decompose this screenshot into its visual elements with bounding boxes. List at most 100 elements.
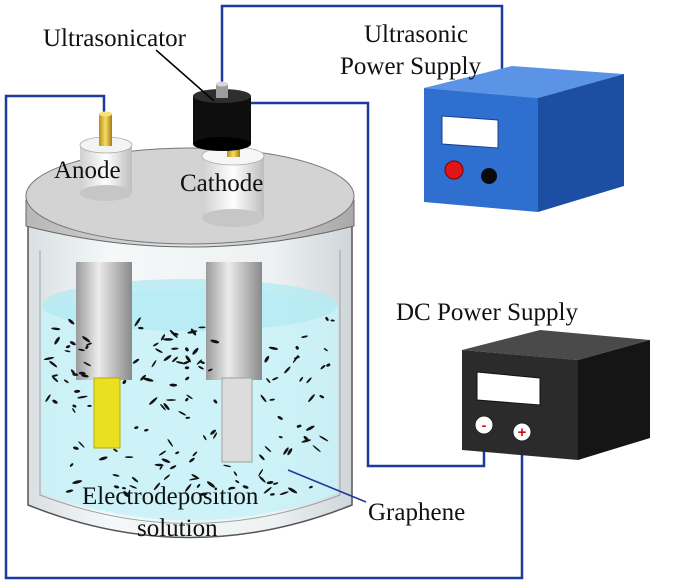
graphene-flake [278, 436, 283, 439]
electrodeposition-label-line1: Electrodeposition [82, 483, 259, 510]
graphene-flake [81, 374, 89, 378]
graphene-flake [210, 339, 220, 344]
graphene-flake [171, 347, 179, 350]
graphene-flake [74, 389, 81, 393]
graphene-flake [132, 358, 140, 364]
graphene-flake [266, 378, 271, 384]
ultrasonic-display [441, 115, 499, 149]
anode-label: Anode [54, 157, 121, 184]
graphene-flake [213, 399, 218, 404]
ultrasonic-power-supply [424, 66, 624, 212]
graphene-flake [210, 429, 216, 435]
cathode-label: Cathode [180, 170, 263, 197]
graphene-flake [264, 355, 270, 363]
graphene-flake [175, 361, 186, 365]
ultrasonicator-probe [193, 81, 251, 151]
graphene-flake [296, 424, 302, 428]
graphene-flake [199, 492, 208, 496]
graphene-flake [185, 347, 189, 352]
graphene-flake [312, 445, 321, 453]
graphene-flake [308, 394, 315, 403]
graphene-flake [325, 316, 329, 321]
graphene-flake [188, 477, 200, 481]
graphene-flake [299, 376, 304, 382]
graphene-flake [305, 425, 315, 431]
anode-rod [76, 262, 132, 380]
graphene-flake [169, 465, 177, 470]
anode-post [79, 111, 133, 201]
graphene-flake [320, 364, 326, 370]
graphene-flake [45, 394, 51, 403]
graphene-flake [78, 441, 85, 448]
graphene-flake [283, 447, 289, 455]
graphene-flake [287, 448, 293, 456]
dc-box-top [462, 330, 650, 360]
graphene-flake [207, 368, 213, 372]
graphene-flake [270, 493, 275, 496]
graphene-flake [113, 448, 118, 452]
graphene-flake [277, 415, 283, 420]
graphene-flake [49, 360, 58, 368]
graphene-flake [185, 397, 189, 402]
ultrasonic-black-knob [481, 168, 497, 184]
graphene-leader [287, 469, 367, 503]
graphene-flake [65, 489, 74, 493]
graphene-flake [52, 399, 58, 404]
graphene-flake [326, 363, 331, 367]
graphene-flake [319, 435, 329, 442]
graphene-flake [85, 345, 89, 350]
graphene-flake [264, 446, 272, 453]
graphene-flake [131, 476, 139, 483]
graphene-flake [196, 484, 201, 488]
graphene-flake [185, 355, 191, 363]
graphene-flake [186, 394, 193, 400]
graphene-flake [163, 403, 170, 411]
graphene-flake [272, 482, 279, 485]
graphene-flake [64, 350, 71, 353]
graphene-flake [309, 485, 313, 489]
graphene-flake [54, 336, 60, 345]
graphene-flake [185, 416, 191, 419]
electrochemical-cell [25, 81, 355, 539]
graphene-flake [213, 432, 218, 439]
graphene-flake [192, 347, 199, 355]
ultrasonic-wire [220, 4, 504, 90]
graphene-flake [83, 361, 92, 367]
graphene-flake [123, 490, 129, 498]
graphene-flake [330, 319, 335, 322]
graphene-flake [113, 485, 120, 489]
graphene-flake [65, 345, 71, 349]
graphene-flake [98, 456, 108, 461]
graphene-flake [200, 361, 205, 364]
graphene-flake [143, 377, 154, 382]
graphene-flake [203, 435, 207, 441]
graphene-flake [129, 485, 137, 489]
graphene-flake [263, 486, 272, 494]
electrodeposition-label-line2: solution [137, 515, 218, 542]
graphene-flake [72, 404, 77, 408]
graphene-flake [189, 457, 195, 463]
graphene-flake [172, 356, 178, 363]
graphene-flake [169, 329, 178, 338]
graphene-flake [196, 359, 203, 365]
graphene-flake [198, 365, 204, 370]
graphene-flake [258, 468, 264, 477]
graphene-flake [169, 383, 178, 387]
graphene-flake [242, 485, 249, 489]
graphene-flake [51, 327, 61, 331]
graphene-flake [223, 464, 232, 468]
graphene-flake [167, 438, 173, 447]
graphene-flake [319, 395, 325, 399]
graphene-flake [151, 360, 157, 368]
graphene-flake [52, 376, 59, 383]
graphene-flake [229, 486, 236, 490]
graphene-flake [198, 326, 206, 329]
graphene-flake [124, 456, 134, 458]
graphene-flake [190, 328, 197, 336]
graphene-flake [323, 348, 328, 352]
graphene-flake [85, 342, 93, 346]
graphene-flake [235, 480, 240, 484]
graphene-flake [140, 374, 147, 381]
graphene-flake [72, 480, 83, 484]
graphene-flake [63, 379, 69, 384]
